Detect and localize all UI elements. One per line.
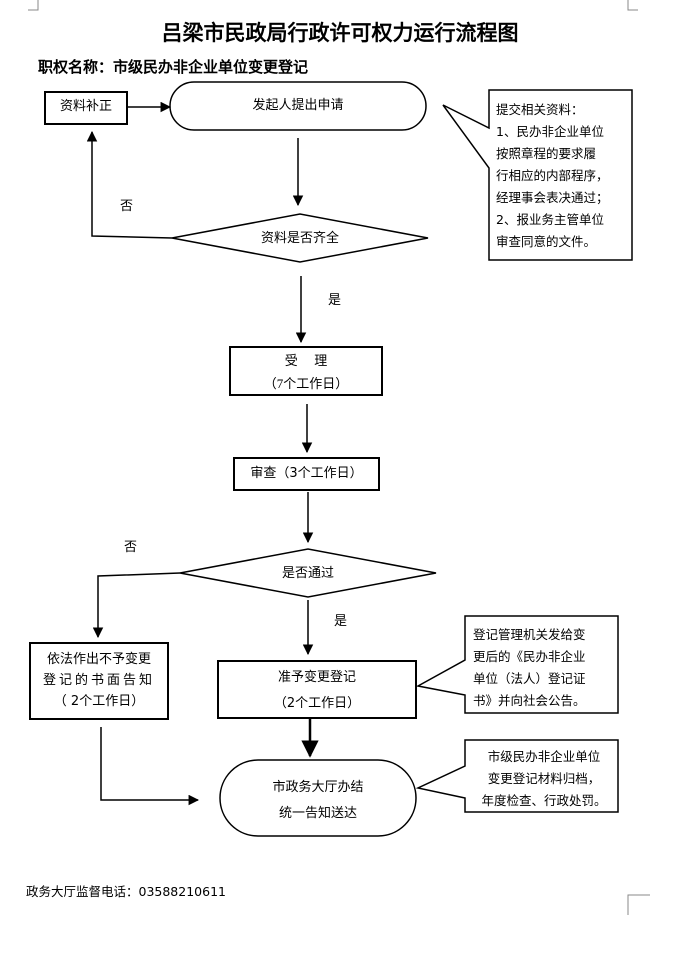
supplement-label: 资料补正 xyxy=(59,99,112,114)
reject-line-1: 依法作出不予变更 xyxy=(46,652,151,667)
complete-check-diamond xyxy=(171,213,429,263)
materials-note-line: 行相应的内部程序， xyxy=(496,168,609,183)
materials-note-line: 提交相关资料： xyxy=(496,102,584,117)
arrow-reject-to-finish xyxy=(100,727,200,806)
no-label-top: 否 xyxy=(120,199,134,214)
materials-note-line: 按照章程的要求履 xyxy=(496,146,597,161)
materials-note: 提交相关资料： 1、民办非企业单位 按照章程的要求履 行相应的内部程序， 经理事… xyxy=(496,99,628,253)
finish-line-2: 统一告知送达 xyxy=(278,806,357,821)
issue-note-line: 更后的《民办非企业 xyxy=(473,649,586,664)
arrow-pass-no-to-reject xyxy=(92,572,181,639)
accept-label: 受 理 xyxy=(284,354,328,369)
materials-note-line: 经理事会表决通过； xyxy=(496,190,609,205)
pass-check-label: 是否通过 xyxy=(281,566,334,581)
archive-callout xyxy=(415,739,619,813)
materials-callout xyxy=(442,89,633,261)
finish-box xyxy=(219,759,417,837)
no-label-bottom: 否 xyxy=(124,540,138,555)
materials-note-line: 审查同意的文件。 xyxy=(496,234,597,249)
issue-note: 登记管理机关发给变 更后的《民办非企业 单位（法人）登记证 书》并向社会公告。 xyxy=(473,624,615,712)
issue-note-line: 书》并向社会公告。 xyxy=(473,693,586,708)
page-title: 吕梁市民政局行政许可权力运行流程图 xyxy=(161,20,519,45)
approve-box xyxy=(217,660,417,719)
approve-label: 准予变更登记 xyxy=(277,670,356,685)
review-label: 审查（3个工作日） xyxy=(250,466,363,481)
authority-value: 市级民办非企业单位变更登记 xyxy=(113,58,309,76)
authority-label: 职权名称： xyxy=(38,58,114,76)
issue-callout xyxy=(415,615,619,714)
authority-name: 职权名称：市级民办非企业单位变更登记 xyxy=(38,60,308,75)
archive-note-line: 市级民办非企业单位 xyxy=(487,749,601,764)
materials-note-line: 1、民办非企业单位 xyxy=(496,124,604,139)
complete-check-label: 资料是否齐全 xyxy=(260,231,339,246)
archive-note-line: 年度检查、行政处罚。 xyxy=(481,793,607,808)
archive-note-line: 变更登记材料归档， xyxy=(487,771,601,786)
archive-note: 市级民办非企业单位 变更登记材料归档， 年度检查、行政处罚。 xyxy=(472,746,616,812)
apply-label: 发起人提出申请 xyxy=(252,98,344,113)
review-box xyxy=(233,457,380,491)
issue-note-line: 登记管理机关发给变 xyxy=(473,627,586,642)
reject-line-2: 登记的书面告知 xyxy=(42,673,155,688)
finish-line-1: 市政务大厅办结 xyxy=(272,780,364,795)
supervision-phone: 政务大厅监督电话：03588210611 xyxy=(26,884,226,899)
issue-note-line: 单位（法人）登记证 xyxy=(473,671,586,686)
reject-line-3: （ 2个工作日） xyxy=(53,694,145,709)
yes-label-top: 是 xyxy=(328,293,342,308)
approve-duration: （2个工作日） xyxy=(273,696,361,711)
pass-check-diamond xyxy=(179,548,437,598)
accept-duration: （7个工作日） xyxy=(263,376,349,391)
accept-box xyxy=(229,346,383,396)
arrow-check-no-to-supplement xyxy=(86,130,173,239)
yes-label-bottom: 是 xyxy=(334,614,348,629)
materials-note-line: 2、报业务主管单位 xyxy=(496,212,604,227)
page-corner-marks xyxy=(28,0,650,915)
reject-box xyxy=(29,642,169,720)
supplement-box xyxy=(44,91,128,125)
